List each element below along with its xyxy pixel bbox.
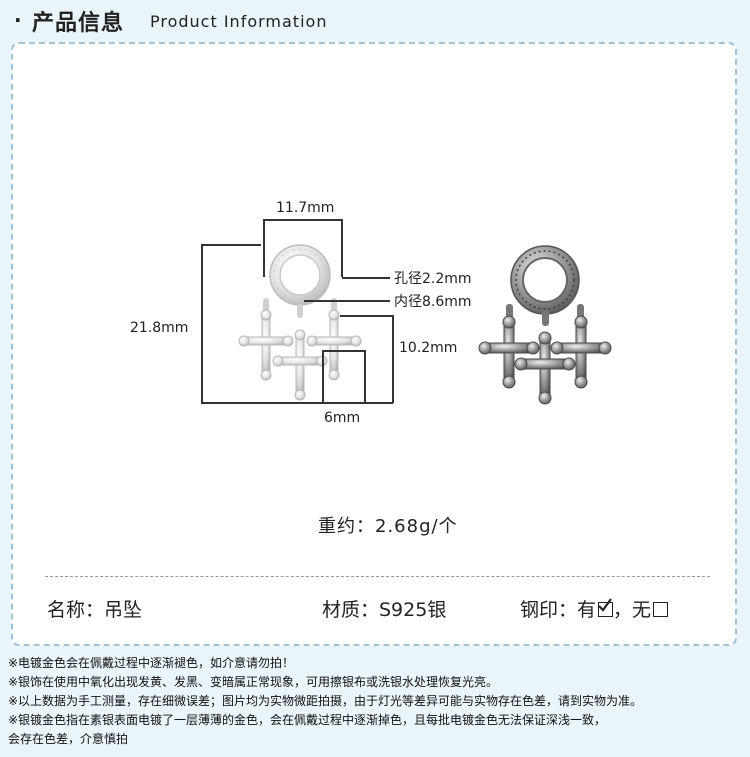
oxidized-pendant-image [478,245,612,405]
note-line: ※银饰在使用中氧化出现发黄、发黑、变暗属正常现象，可用擦银布或洗银水处理恢复光亮… [8,675,499,689]
weight-text: 重约：2.68g/个 [318,516,458,537]
empty-box-icon [653,602,669,617]
dim-label-inner: 内径8.6mm [394,294,472,310]
dim-line-pendant-top [340,315,393,317]
dim-line-pwidth-top [322,350,365,352]
dashed-divider [45,576,710,577]
dim-label-pendant-height: 10.2mm [399,340,458,356]
product-info-card [11,42,737,646]
dim-line-width-top [263,219,342,221]
header-bullet: · [14,8,22,32]
spec-stamp: 钢印：有 ，无 [520,595,669,622]
stamp-prefix: 钢印：有 [520,599,597,621]
spec-name: 名称：吊坠 [47,599,143,621]
header-title-cn: 产品信息 [32,11,125,36]
dim-line-width-left [263,219,265,277]
dim-line-pwidth-left [322,350,324,402]
dim-label-hole: 孔径2.2mm [394,271,472,287]
dim-label-pendant-width: 6mm [324,410,361,426]
note-line: 会存在色差，介意慎拍 [8,732,129,746]
stamp-sep: ，无 [613,599,652,621]
dim-line-hole [342,277,390,279]
spec-material: 材质：S925银 [322,599,447,621]
dim-line-width-right [341,219,343,277]
dim-line-height-bottom [201,402,393,404]
note-line: ※银镀金色指在素银表面电镀了一层薄薄的金色，会在佩戴过程中逐渐掉色，且每批电镀金… [8,713,607,727]
header-title-en: Product Information [150,12,328,31]
notes-list: ※电镀金色会在佩戴过程中逐渐褪色，如介意请勿拍！ ※银饰在使用中氧化出现发黄、发… [8,654,744,749]
dim-line-height-top [201,244,261,246]
note-line: ※以上数据为手工测量，存在细微误差；图片均为实物微距拍摄，由于灯光等差异可能与实… [8,694,643,708]
note-line: ※电镀金色会在佩戴过程中逐渐褪色，如介意请勿拍！ [8,656,295,670]
dim-line-pwidth-right [364,350,366,402]
silver-pendant-image [238,244,362,401]
dim-label-width: 11.7mm [276,200,335,216]
section-header: · 产品信息 Product Information [0,0,750,40]
dim-line-inner [304,300,390,302]
dim-line-pendant-right [392,315,394,403]
dim-line-height-left [201,244,203,403]
dim-label-height: 21.8mm [130,320,189,336]
checked-box-icon [598,598,614,617]
